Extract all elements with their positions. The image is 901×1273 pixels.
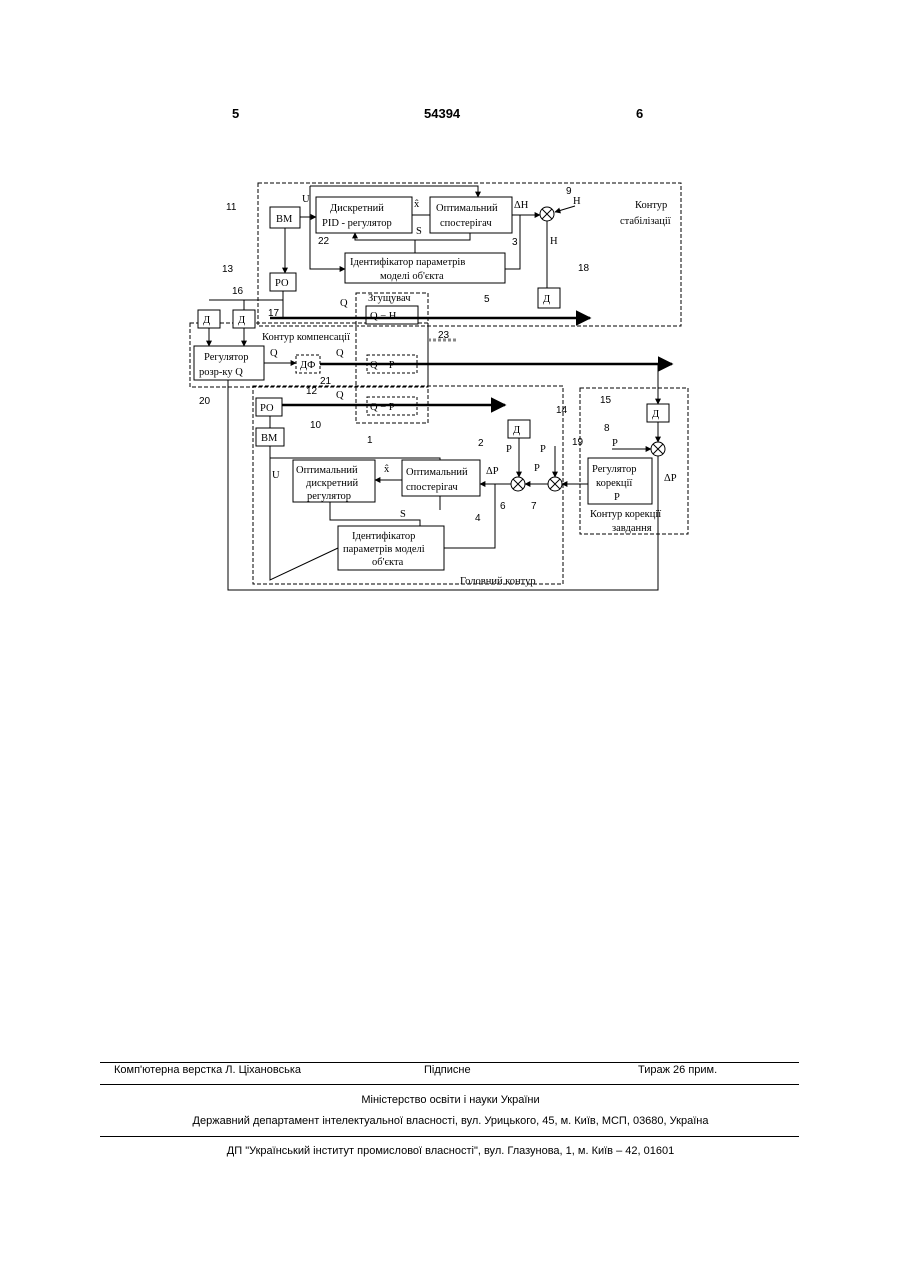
- footer-rule-2: [100, 1084, 799, 1085]
- po-label-top: РО: [275, 278, 289, 289]
- signal-xhat-top: x̂: [414, 199, 420, 210]
- po-label-main: РО: [260, 403, 274, 414]
- layout-credit: Комп'ютерна верстка Л. Ціхановська: [114, 1064, 301, 1076]
- opt-reg-label-3: регулятор: [307, 491, 351, 502]
- num-1: 1: [367, 435, 373, 446]
- ident-main-label-2: параметрів моделі: [343, 544, 425, 555]
- num-15: 15: [600, 395, 612, 406]
- stab-contour-label-1: Контур: [635, 200, 667, 211]
- ident-top-label-2: моделі об'єкта: [380, 271, 444, 282]
- corr-contour-label-1: Контур корекції: [590, 509, 661, 520]
- pid-label-2: PID - регулятор: [322, 218, 392, 229]
- qf-p-label: Q − P: [370, 360, 395, 371]
- signal-qf: Q: [336, 348, 344, 359]
- signal-pmax: P: [612, 438, 618, 449]
- num-20: 20: [199, 396, 211, 407]
- institute-line: ДП "Український інститут промислової вла…: [0, 1145, 901, 1157]
- num-5: 5: [484, 294, 490, 305]
- stab-contour-label-2: стабілізації: [620, 216, 671, 227]
- signed-note: Підписне: [424, 1064, 471, 1076]
- pid-label-1: Дискретний: [330, 203, 384, 214]
- bm-label-main: ВМ: [261, 433, 278, 444]
- dph-label: ДФ: [300, 360, 315, 371]
- num-22: 22: [318, 236, 330, 247]
- ident-main-label-3: об'єкта: [372, 557, 404, 568]
- num-9: 9: [566, 186, 572, 197]
- num-12: 12: [306, 386, 318, 397]
- sensor-label-17: Д: [238, 315, 245, 326]
- signal-q: Q: [340, 298, 348, 309]
- circulation-note: Тираж 26 прим.: [638, 1064, 717, 1076]
- thickener-qh: Q − H: [370, 311, 397, 322]
- observer-main-label-2: спостерігач: [406, 482, 458, 493]
- signal-s-main: S: [400, 509, 406, 520]
- num-18: 18: [578, 263, 590, 274]
- sensor-label-14: Д: [513, 425, 520, 436]
- signal-s-top: S: [416, 226, 422, 237]
- signal-dpzn: ΔP: [664, 473, 677, 484]
- reg-discharge-label-2: розр-ку Q: [199, 367, 243, 378]
- signal-u-top: U: [302, 194, 310, 205]
- signal-p: P: [534, 463, 540, 474]
- num-16: 16: [232, 286, 244, 297]
- comp-contour-label: Контур компенсації: [262, 332, 350, 343]
- num-13: 13: [222, 264, 234, 275]
- reg-discharge-label-1: Регулятор: [204, 352, 248, 363]
- num-6: 6: [500, 501, 506, 512]
- num-19: 19: [572, 437, 584, 448]
- num-11: 11: [226, 202, 237, 213]
- sensor-label-18: Д: [543, 294, 550, 305]
- num-10: 10: [310, 420, 322, 431]
- control-block-diagram: Контур стабілізації Контур компенсації К…: [0, 0, 901, 640]
- signal-qn: Q: [336, 390, 344, 401]
- ministry-line: Міністерство освіти і науки України: [0, 1094, 901, 1106]
- opt-reg-label-1: Оптимальний: [296, 465, 358, 476]
- num-8: 8: [604, 423, 610, 434]
- num-4: 4: [475, 513, 481, 524]
- observer-main-label-1: Оптимальний: [406, 467, 468, 478]
- observer-top-label-2: спостерігач: [440, 218, 492, 229]
- corr-reg-label-3: P: [614, 492, 620, 503]
- signal-qk: Q: [270, 348, 278, 359]
- num-14: 14: [556, 405, 568, 416]
- main-contour-label: Головний контур: [460, 576, 536, 587]
- ident-top-label-1: Ідентифікатор параметрів: [350, 257, 465, 268]
- qf-p-main-label: Q − P: [370, 402, 395, 413]
- signal-xhat-main: x̂: [384, 464, 390, 475]
- num-7: 7: [531, 501, 537, 512]
- thickener-label: Згущувач: [368, 293, 411, 304]
- signal-dp: ΔP: [486, 466, 499, 477]
- corr-contour-label-2: завдання: [612, 523, 652, 534]
- ident-main-label-1: Ідентифікатор: [352, 531, 415, 542]
- signal-hz: H: [573, 196, 581, 207]
- sensor-label-15: Д: [652, 409, 659, 420]
- signal-dh: ΔH: [514, 200, 529, 211]
- num-3: 3: [512, 237, 518, 248]
- sensor-label-16: Д: [203, 315, 210, 326]
- observer-top-label-1: Оптимальний: [436, 203, 498, 214]
- num-21: 21: [320, 376, 332, 387]
- bm-label-top: ВМ: [276, 214, 293, 225]
- signal-pp: P: [506, 444, 512, 455]
- corr-reg-label-1: Регулятор: [592, 464, 636, 475]
- signal-u-main: U: [272, 470, 280, 481]
- corr-reg-label-2: корекції: [596, 478, 632, 489]
- opt-reg-label-2: дискретний: [306, 478, 358, 489]
- num-2: 2: [478, 438, 484, 449]
- footer-rule-3: [100, 1136, 799, 1137]
- signal-h: H: [550, 236, 558, 247]
- footer-rule-1: [100, 1062, 799, 1063]
- department-line: Державний департамент інтелектуальної вл…: [0, 1115, 901, 1127]
- signal-pz: P: [540, 444, 546, 455]
